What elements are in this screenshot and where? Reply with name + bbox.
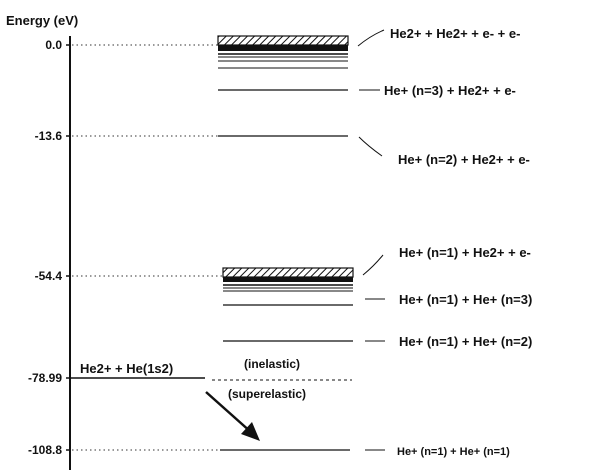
channel-label: He2+ + He2+ + e- + e- xyxy=(390,26,520,41)
initial-state-label: He2+ + He(1s2) xyxy=(80,361,173,376)
tick-label: 0.0 xyxy=(45,38,62,52)
channel-label: He+ (n=1) + He+ (n=3) xyxy=(399,292,532,307)
axis-label: Energy (eV) xyxy=(6,13,78,28)
tick-3: -78.99 xyxy=(28,371,70,385)
inelastic-label: (inelastic) xyxy=(244,357,300,371)
channel-label: He+ (n=3) + He2+ + e- xyxy=(384,83,516,98)
tick-0: 0.0 xyxy=(45,38,70,52)
channel-label: He+ (n=1) + He2+ + e- xyxy=(399,245,531,260)
tick-label: -78.99 xyxy=(28,371,62,385)
channel-label: He+ (n=2) + He2+ + e- xyxy=(398,152,530,167)
lower-level-band xyxy=(222,267,354,292)
tick-label: -54.4 xyxy=(35,269,63,283)
channel-label: He+ (n=1) + He+ (n=1) xyxy=(397,446,510,458)
channel-pointers xyxy=(357,29,385,451)
upper-level-band xyxy=(217,35,349,69)
tick-1: -13.6 xyxy=(35,129,70,143)
guide-lines xyxy=(72,44,223,451)
channel-label: He+ (n=1) + He+ (n=2) xyxy=(399,334,532,349)
superelastic-label: (superelastic) xyxy=(228,387,306,401)
transition-arrow xyxy=(205,391,260,441)
tick-2: -54.4 xyxy=(35,269,70,283)
tick-4: -108.8 xyxy=(28,443,70,457)
tick-label: -13.6 xyxy=(35,129,63,143)
tick-label: -108.8 xyxy=(28,443,62,457)
